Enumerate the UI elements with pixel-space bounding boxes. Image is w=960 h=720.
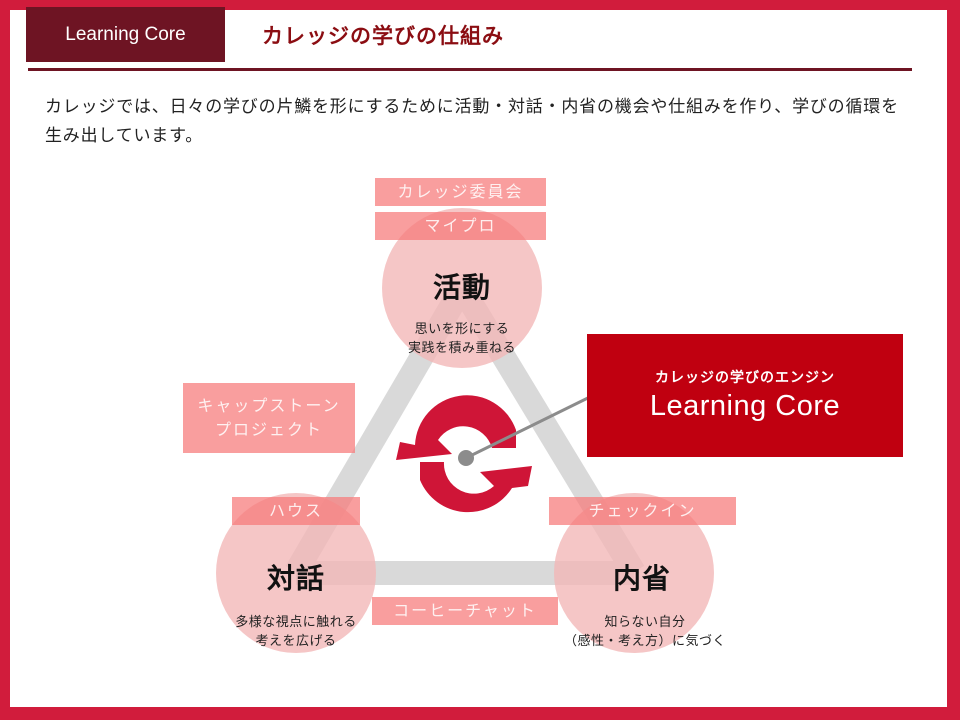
node-desc-dialogue: 多様な視点に触れる 考えを広げる bbox=[196, 613, 396, 651]
label-text: カレッジ委員会 bbox=[397, 182, 524, 201]
cycle-arrows-icon bbox=[396, 395, 532, 513]
desc-line: 実践を積み重ねる bbox=[407, 341, 516, 356]
desc-line: 思いを形にする bbox=[414, 322, 510, 337]
node-title-reflection: 内省 bbox=[612, 562, 671, 595]
node-title-dialogue: 対話 bbox=[266, 562, 325, 595]
label-text: マイプロ bbox=[424, 216, 497, 235]
learning-core-callout: カレッジの学びのエンジン Learning Core bbox=[587, 334, 903, 457]
label-house: ハウス bbox=[232, 497, 360, 525]
desc-line: （感性・考え方）に気づく bbox=[563, 634, 726, 649]
label-text: コーヒーチャット bbox=[393, 601, 537, 620]
node-desc-activity: 思いを形にする 実践を積み重ねる bbox=[362, 320, 562, 358]
label-my-project: マイプロ bbox=[375, 212, 546, 240]
label-coffee-chat: コーヒーチャット bbox=[372, 597, 558, 625]
node-circle-activity bbox=[382, 208, 542, 368]
label-capstone-project: キャップストーン プロジェクト bbox=[183, 383, 355, 453]
label-text: ハウス bbox=[268, 501, 323, 520]
label-text: チェックイン bbox=[588, 501, 697, 520]
label-college-committee: カレッジ委員会 bbox=[375, 178, 546, 206]
header-tab: Learning Core bbox=[26, 7, 225, 62]
desc-line: 多様な視点に触れる bbox=[235, 615, 357, 630]
node-circle-reflection bbox=[554, 493, 714, 653]
header-tab-label: Learning Core bbox=[65, 23, 186, 45]
header-divider bbox=[28, 68, 912, 71]
label-text: プロジェクト bbox=[214, 420, 323, 439]
node-title-activity: 活動 bbox=[432, 271, 491, 304]
desc-line: 考えを広げる bbox=[255, 634, 337, 649]
engine-pointer-line bbox=[465, 390, 601, 460]
label-text: キャップストーン bbox=[197, 396, 341, 415]
page-title: カレッジの学びの仕組み bbox=[262, 24, 504, 48]
node-circle-dialogue bbox=[216, 493, 376, 653]
intro-paragraph: カレッジでは、日々の学びの片鱗を形にするために活動・対話・内省の機会や仕組みを作… bbox=[45, 97, 899, 146]
node-desc-reflection: 知らない自分 （感性・考え方）に気づく bbox=[545, 613, 745, 651]
label-check-in: チェックイン bbox=[549, 497, 736, 525]
engine-pointer-dot bbox=[458, 450, 474, 466]
desc-line: 知らない自分 bbox=[604, 615, 686, 630]
engine-title: Learning Core bbox=[649, 390, 841, 422]
engine-subtitle: カレッジの学びのエンジン bbox=[655, 370, 835, 386]
